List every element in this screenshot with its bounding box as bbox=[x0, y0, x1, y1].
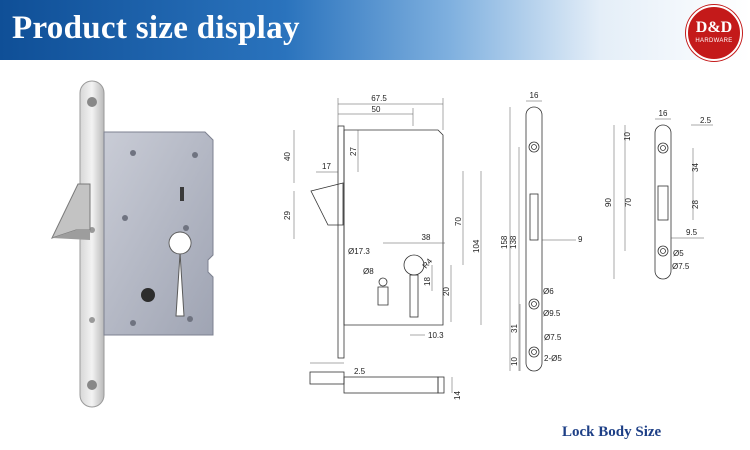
dim-20: 20 bbox=[442, 287, 451, 296]
dim-67-5: 67.5 bbox=[371, 94, 387, 103]
dim-38: 38 bbox=[422, 233, 431, 242]
side-dim-31: 31 bbox=[510, 324, 519, 333]
plate-dim-10: 10 bbox=[623, 132, 632, 141]
side-dim-9: 9 bbox=[578, 235, 583, 244]
logo-subtext: HARDWARE bbox=[695, 38, 733, 44]
page-title: Product size display bbox=[12, 10, 300, 46]
plate-dim-28: 28 bbox=[691, 200, 700, 209]
side-dim-158: 158 bbox=[500, 235, 509, 249]
dim-18: 18 bbox=[423, 277, 432, 286]
side-dim-16: 16 bbox=[530, 91, 539, 100]
plate-dim-16: 16 bbox=[659, 109, 668, 118]
side-dim-2-diameter-5: 2-Ø5 bbox=[544, 354, 562, 363]
side-dim-diameter-7-5: Ø7.5 bbox=[544, 333, 562, 342]
side-dim-diameter-6: Ø6 bbox=[543, 287, 554, 296]
dim-diameter-17-3: Ø17.3 bbox=[348, 247, 370, 256]
dim-14: 14 bbox=[453, 391, 462, 400]
dim-40: 40 bbox=[283, 152, 292, 161]
technical-drawing: 67.5 50 40 27 17 29 70 104 38 Ø17.3 Ø8 R… bbox=[283, 91, 713, 400]
dim-diameter-8: Ø8 bbox=[363, 267, 374, 276]
plate-dim-diameter-7-5: Ø7.5 bbox=[672, 262, 690, 271]
plate-dim-90: 90 bbox=[604, 198, 613, 207]
dim-2-5-bolt: 2.5 bbox=[354, 367, 366, 376]
dim-10-3: 10.3 bbox=[428, 331, 444, 340]
side-dim-138: 138 bbox=[509, 235, 518, 249]
plate-dim-9-5: 9.5 bbox=[686, 228, 698, 237]
header-banner: Product size display D&D HARDWARE bbox=[0, 0, 750, 61]
side-dim-diameter-9-5: Ø9.5 bbox=[543, 309, 561, 318]
dim-70: 70 bbox=[454, 217, 463, 226]
dim-radius-4: R4 bbox=[421, 256, 435, 270]
dd-hardware-logo-icon: D&D HARDWARE bbox=[686, 5, 742, 61]
dim-104: 104 bbox=[472, 239, 481, 253]
dim-50: 50 bbox=[372, 105, 381, 114]
plate-dim-2-5: 2.5 bbox=[700, 116, 712, 125]
plate-dim-70: 70 bbox=[624, 198, 633, 207]
plate-dim-34: 34 bbox=[691, 163, 700, 172]
side-dim-10: 10 bbox=[510, 357, 519, 366]
logo-text: D&D bbox=[695, 19, 733, 36]
lock-body-photo-icon bbox=[51, 80, 214, 408]
plate-dim-diameter-5: Ø5 bbox=[673, 249, 684, 258]
dim-29: 29 bbox=[283, 211, 292, 220]
dim-27: 27 bbox=[349, 147, 358, 156]
lock-body-size-caption: Lock Body Size bbox=[562, 424, 662, 440]
dim-17: 17 bbox=[322, 162, 331, 171]
